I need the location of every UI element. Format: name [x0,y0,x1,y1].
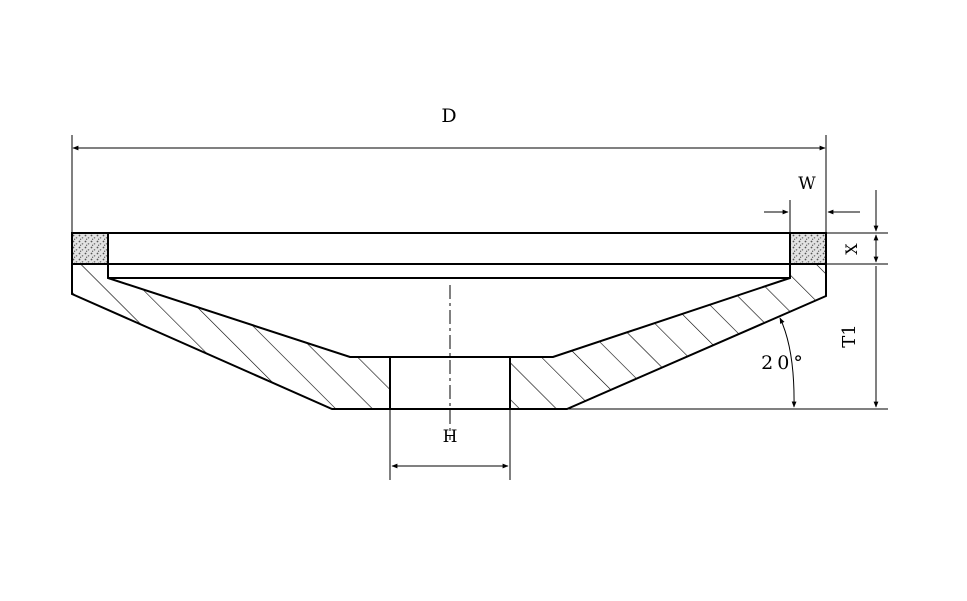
label-rim-width: W [798,174,816,194]
label-bore: H [443,427,458,447]
label-angle: 20° [761,352,807,374]
label-total-height: T1 [839,324,860,347]
dimension-x-t1 [567,190,888,410]
wheel-body [71,232,827,410]
dimension-d [71,135,827,233]
dimension-h [389,409,511,480]
dimension-angle [779,317,797,408]
right-hatched-section [509,263,827,410]
right-abrasive-rim [789,232,827,265]
label-outer-diameter: D [441,105,456,127]
left-abrasive-rim [71,232,109,265]
label-rim-height: X [842,243,861,255]
left-hatched-section [71,263,391,410]
dimension-w [764,200,860,233]
